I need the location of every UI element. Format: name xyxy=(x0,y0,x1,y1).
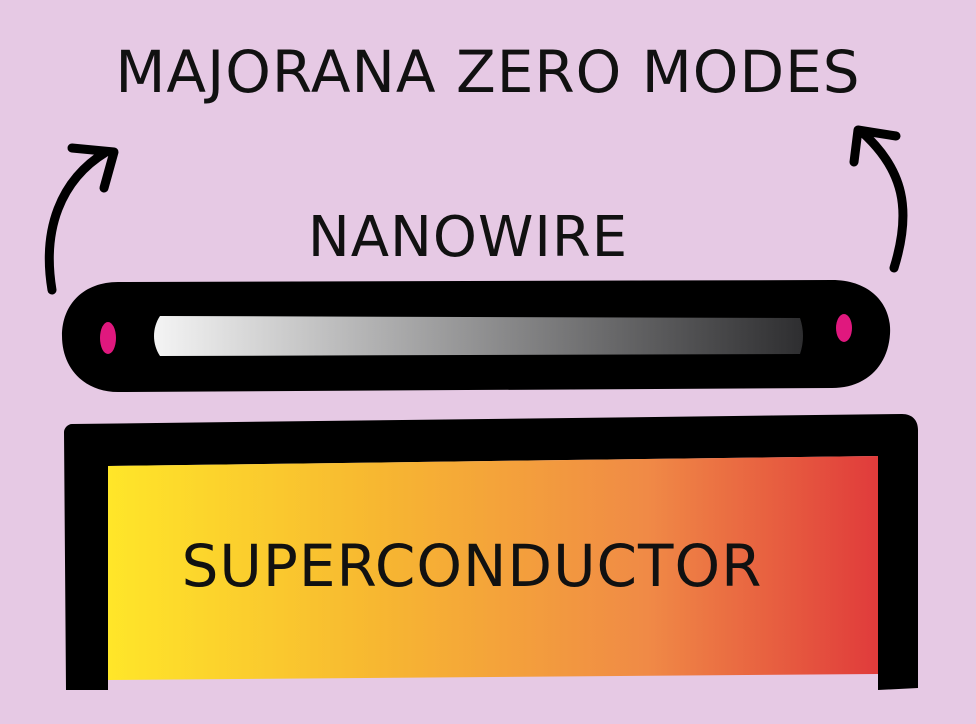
majorana-zero-modes-label: MAJORANA ZERO MODES xyxy=(115,38,860,106)
nanowire-core xyxy=(154,316,803,356)
majorana-mode-right xyxy=(836,314,852,342)
superconductor-outline xyxy=(64,414,918,690)
superconductor xyxy=(64,414,918,690)
arrow-up-left-icon xyxy=(44,143,119,295)
superconductor-label: SUPERCONDUCTOR xyxy=(182,532,763,600)
majorana-mode-left xyxy=(100,322,116,354)
nanowire xyxy=(62,280,891,392)
arrow-up-right-icon xyxy=(849,125,908,273)
superconductor-fill xyxy=(108,456,878,680)
nanowire-label: NANOWIRE xyxy=(308,205,628,270)
